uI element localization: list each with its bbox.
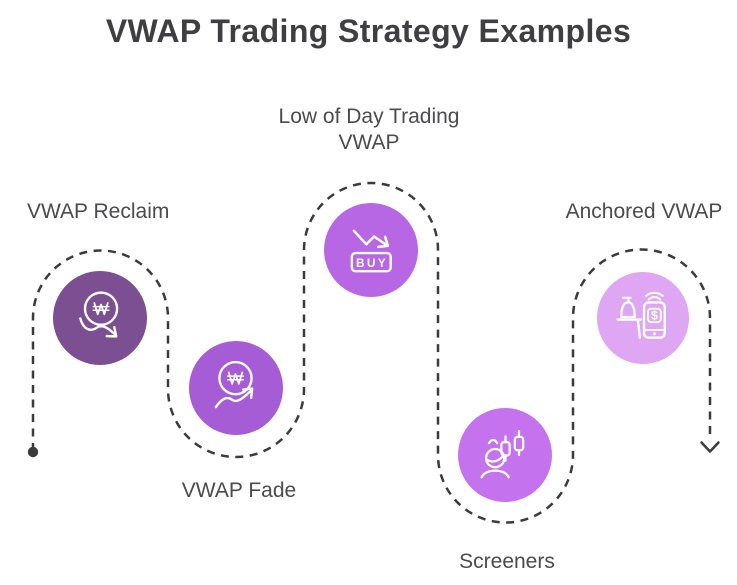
strategy-node-anchored-vwap: $ bbox=[597, 272, 689, 364]
strategy-node-vwap-fade bbox=[189, 341, 283, 435]
dollar-sign-text: $ bbox=[651, 309, 658, 323]
strategy-node-low-of-day: BUY bbox=[324, 203, 418, 297]
cash-register-mobile-payment-icon: $ bbox=[616, 291, 666, 339]
page-title: VWAP Trading Strategy Examples bbox=[105, 13, 632, 49]
path-end-arrow-icon bbox=[700, 441, 720, 453]
phone-home-dot bbox=[652, 332, 656, 336]
buy-badge-text: BUY bbox=[356, 256, 388, 270]
strategy-label-vwap-fade: VWAP Fade bbox=[181, 479, 297, 502]
trader-candlestick-screener-icon bbox=[480, 430, 525, 479]
dashed-flow-path bbox=[31, 181, 712, 524]
strategy-label-anchored-vwap: Anchored VWAP bbox=[565, 200, 723, 223]
strategy-label-screeners: Screeners bbox=[459, 550, 555, 573]
strategy-node-screeners bbox=[458, 408, 552, 502]
won-currency-chart-up-icon bbox=[214, 360, 254, 409]
strategy-node-vwap-reclaim bbox=[53, 271, 147, 365]
strategy-label-vwap-reclaim: VWAP Reclaim bbox=[27, 200, 170, 223]
strategy-label-low-of-day: Low of Day Trading VWAP bbox=[278, 105, 460, 154]
downtrend-buy-signal-icon: BUY bbox=[350, 229, 392, 273]
path-start-dot-icon bbox=[27, 446, 39, 458]
won-currency-chart-down-icon bbox=[79, 291, 119, 338]
